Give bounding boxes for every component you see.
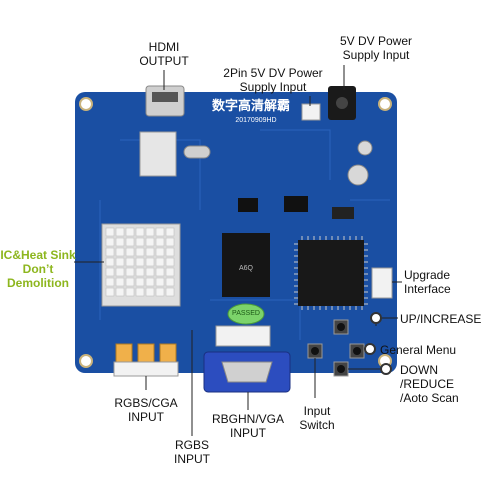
vga-input-line1: RBGHN/VGA <box>211 412 284 426</box>
input-switch-line1: Input <box>303 404 331 418</box>
hdmi-output-label: HDMI OUTPUT <box>128 40 200 68</box>
rgbs-input-line1: RGBS <box>174 438 209 452</box>
heatsink-warning-line3: Demolition <box>7 276 69 290</box>
upgrade-interface-line1: Upgrade <box>404 268 451 282</box>
rgbs-cga-input-label: RGBS/CGA INPUT <box>96 396 196 424</box>
two-pin-power-line2: Supply Input <box>239 80 307 94</box>
board-ic-marking: A6Q <box>238 265 253 272</box>
mount-hole <box>79 97 93 111</box>
mount-hole <box>79 354 93 368</box>
board-chip-title: 数字高清解霸 <box>211 99 290 114</box>
memory-chip <box>222 233 270 297</box>
down-reduce-marker <box>380 363 392 375</box>
two-pin-power-line1: 2Pin 5V DV Power <box>223 66 323 80</box>
general-menu-label: General Menu <box>380 343 457 357</box>
crystal <box>183 145 211 159</box>
up-increase-label: UP/INCREASE <box>400 312 482 326</box>
small-chip <box>332 207 354 219</box>
rgbs-terminal <box>113 361 179 377</box>
input-switch-label: Input Switch <box>292 404 342 432</box>
dv-power-line2: Supply Input <box>342 48 410 62</box>
pot-2 <box>137 343 155 363</box>
two-pin-power-label: 2Pin 5V DV Power Supply Input <box>210 66 336 94</box>
vga-header <box>215 325 271 347</box>
heatsink-warning-line2: Don’t <box>22 262 54 276</box>
rgbs-cga-input-line1: RGBS/CGA <box>114 396 178 410</box>
vga-input-line2: INPUT <box>230 426 266 440</box>
passed-sticker <box>227 303 265 325</box>
upgrade-interface-line2: Interface <box>404 282 451 296</box>
rgbs-input-label: RGBS INPUT <box>162 438 222 466</box>
upgrade-connector <box>371 267 393 299</box>
upgrade-interface-label: Upgrade Interface <box>404 268 484 296</box>
down-reduce-label: DOWN /REDUCE /Aoto Scan <box>400 363 459 405</box>
capacitor <box>347 164 369 186</box>
pot-3 <box>159 343 177 363</box>
pot-1 <box>115 343 133 363</box>
small-chip <box>284 196 308 212</box>
vga-input-label: RBGHN/VGA INPUT <box>196 412 300 440</box>
dv-power-line1: 5V DV Power <box>339 34 413 48</box>
down-reduce-line2: /REDUCE <box>400 377 455 391</box>
hdmi-output-line1: HDMI <box>148 40 180 54</box>
rgbs-input-line2: INPUT <box>174 452 210 466</box>
main-controller-chip <box>298 240 364 306</box>
dv-power-label: 5V DV Power Supply Input <box>322 34 430 62</box>
input-switch-line2: Switch <box>299 418 335 432</box>
hdmi-output-line2: OUTPUT <box>139 54 189 68</box>
two-pin-connector <box>301 103 321 121</box>
general-menu-marker <box>364 343 376 355</box>
heatsink-warning-label: IC&Heat Sink Don’t Demolition <box>0 248 76 290</box>
up-increase-marker <box>370 312 382 324</box>
rgbs-cga-input-line2: INPUT <box>128 410 164 424</box>
passed-sticker-text: PASSED <box>232 310 260 317</box>
heatsink-warning-line1: IC&Heat Sink <box>0 248 76 262</box>
down-reduce-line1: DOWN <box>400 363 438 377</box>
mount-hole <box>378 97 392 111</box>
capacitor <box>357 140 373 156</box>
shield-can <box>139 131 177 177</box>
down-reduce-line3: /Aoto Scan <box>400 391 459 405</box>
board-date-code: 20170909HD <box>235 117 277 124</box>
small-chip <box>238 198 258 212</box>
